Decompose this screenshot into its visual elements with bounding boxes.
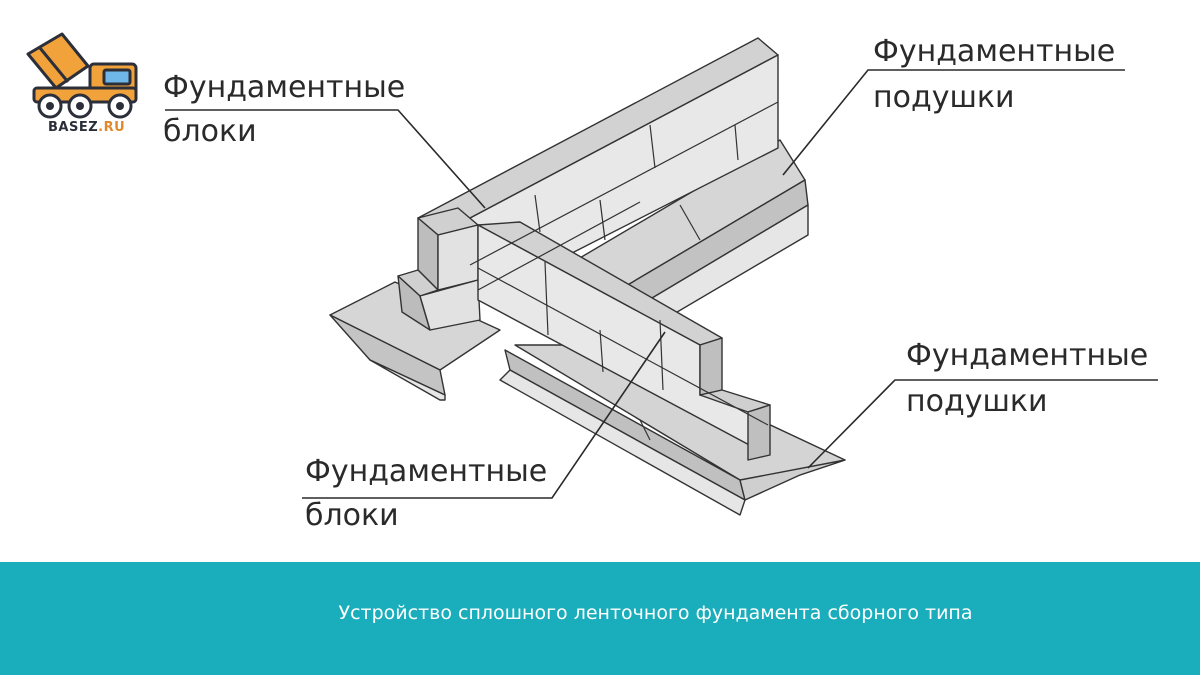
- caption-text: Устройство сплошного ленточного фундамен…: [338, 602, 973, 624]
- leader-blocks-bottom: [302, 331, 666, 499]
- leader-pads-bottom: [807, 379, 1158, 469]
- caption-bar: Устройство сплошного ленточного фундамен…: [0, 562, 1200, 675]
- label-blocks-bottom: Фундаментные блоки: [305, 454, 547, 534]
- label-line-2: блоки: [305, 498, 399, 533]
- left-block-upper-side: [437, 224, 479, 291]
- label-line-1: Фундаментные: [906, 338, 1149, 373]
- logo-wordmark: BASEZ.RU: [48, 120, 125, 135]
- label-line-1: Фундаментные: [873, 34, 1116, 69]
- label-line-1: Фундаментные: [305, 454, 548, 489]
- label-line-2: блоки: [163, 114, 257, 149]
- front-block-end-side: [747, 404, 771, 461]
- logo-name: BASEZ: [48, 120, 99, 135]
- left-block-lower-side: [419, 279, 481, 331]
- leader-pads-top: [782, 69, 1125, 176]
- label-blocks-top: Фундаментные блоки: [163, 70, 405, 150]
- front-wall-end-upper: [699, 337, 723, 396]
- label-line-1: Фундаментные: [163, 70, 406, 105]
- foundation-illustration: [165, 37, 1158, 516]
- label-line-2: подушки: [906, 384, 1048, 419]
- leader-blocks-top: [165, 109, 486, 209]
- foundation-diagram: Фундаментные блоки Фундаментные подушки …: [20, 26, 1158, 534]
- front-pad-face: [499, 369, 746, 516]
- label-line-2: подушки: [873, 80, 1015, 115]
- left-pad-face: [369, 359, 446, 401]
- label-pads-top: Фундаментные подушки: [873, 34, 1115, 116]
- concrete-mixer-truck-icon: [20, 26, 150, 141]
- label-pads-bottom: Фундаментные подушки: [906, 338, 1148, 420]
- logo-tld: .RU: [98, 120, 126, 135]
